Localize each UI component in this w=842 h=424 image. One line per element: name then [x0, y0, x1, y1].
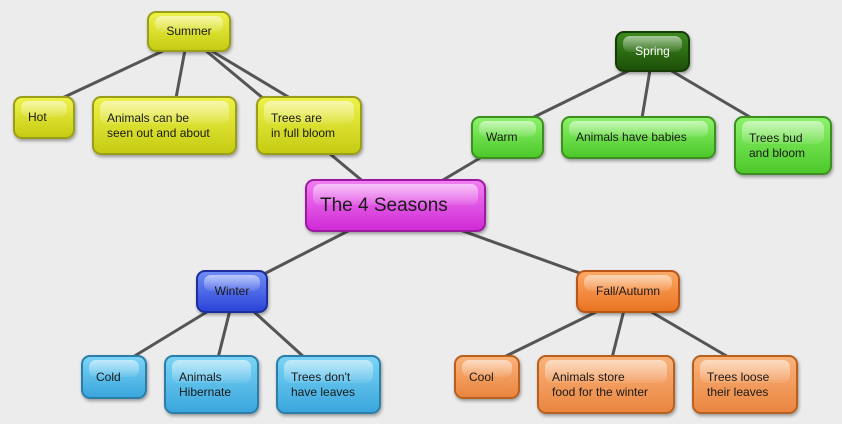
- node-summer-animals-label: Animals can be seen out and about: [107, 110, 210, 140]
- node-winter[interactable]: Winter: [196, 270, 268, 313]
- node-winter-cold[interactable]: Cold: [81, 355, 147, 399]
- connector-summer-hot: [56, 48, 167, 102]
- connector-summer-animals: [174, 48, 187, 100]
- node-fall-trees-label: Trees loose their leaves: [707, 369, 770, 399]
- node-fall-animals-label: Animals store food for the winter: [552, 369, 649, 399]
- node-fall[interactable]: Fall/Autumn: [576, 270, 680, 313]
- node-spring-warm[interactable]: Warm: [471, 116, 544, 159]
- connector-spring-animals: [640, 68, 652, 120]
- node-winter-animals-label: Animals Hibernate: [179, 369, 232, 399]
- node-spring-trees[interactable]: Trees bud and bloom: [734, 116, 832, 175]
- node-summer-trees-label: Trees are in full bloom: [271, 110, 336, 140]
- connector-fall-animals: [610, 308, 626, 360]
- node-summer-hot[interactable]: Hot: [13, 96, 75, 139]
- node-fall-cool[interactable]: Cool: [454, 355, 520, 399]
- connector-winter-animals: [216, 308, 232, 360]
- node-fall-label: Fall/Autumn: [595, 284, 661, 298]
- node-spring-warm-label: Warm: [486, 130, 518, 144]
- node-winter-cold-label: Cold: [96, 369, 121, 384]
- node-winter-trees[interactable]: Trees don't have leaves: [276, 355, 381, 414]
- connector-spring-warm: [526, 68, 632, 122]
- connector-summer-trees: [208, 48, 292, 100]
- connector-warm-center: [436, 156, 482, 185]
- connector-winter-trees: [250, 308, 307, 360]
- node-spring-animals-label: Animals have babies: [576, 130, 687, 144]
- node-winter-label: Winter: [214, 284, 250, 298]
- node-center-label: The 4 Seasons: [320, 195, 448, 216]
- connector-center-fall: [458, 228, 587, 277]
- connector-winter-cold: [126, 308, 212, 362]
- node-fall-cool-label: Cool: [469, 369, 494, 384]
- node-summer-label: Summer: [166, 24, 212, 38]
- node-winter-trees-label: Trees don't have leaves: [291, 369, 356, 399]
- node-spring-animals[interactable]: Animals have babies: [561, 116, 716, 159]
- node-spring-label: Spring: [635, 44, 670, 58]
- connector-fall-trees: [646, 308, 732, 360]
- node-fall-trees[interactable]: Trees loose their leaves: [692, 355, 798, 414]
- node-fall-animals[interactable]: Animals store food for the winter: [537, 355, 675, 414]
- node-spring-trees-label: Trees bud and bloom: [749, 130, 806, 160]
- node-summer-hot-label: Hot: [28, 110, 47, 124]
- node-winter-animals[interactable]: Animals Hibernate: [164, 355, 259, 414]
- connector-fall-cool: [496, 308, 602, 362]
- node-spring[interactable]: Spring: [615, 31, 690, 72]
- connector-spring-trees: [668, 68, 757, 122]
- connector-center-winter: [260, 228, 352, 277]
- node-summer[interactable]: Summer: [147, 11, 231, 52]
- node-summer-trees[interactable]: Trees are in full bloom: [256, 96, 362, 155]
- node-summer-animals[interactable]: Animals can be seen out and about: [92, 96, 237, 155]
- node-center[interactable]: The 4 Seasons: [305, 179, 486, 232]
